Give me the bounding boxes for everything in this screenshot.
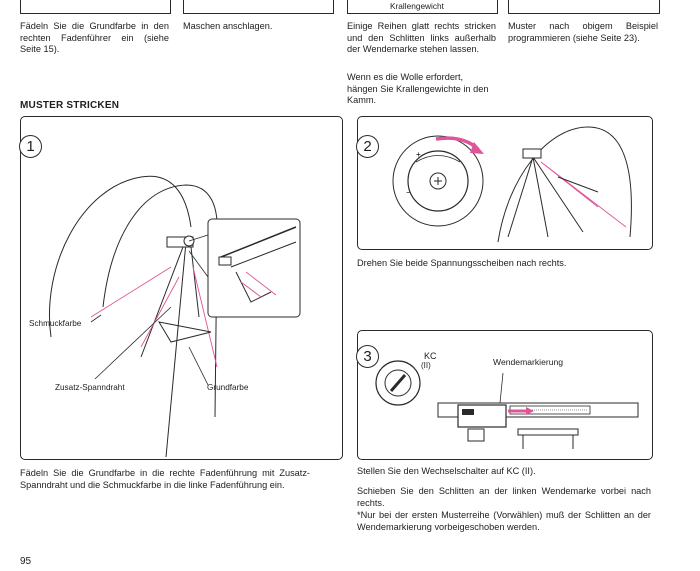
step3-panel: 3 KC (II) Wendemarkierung	[356, 330, 653, 460]
label-zusatz-spanndraht: Zusatz-Spanndraht	[55, 383, 125, 392]
top-box-4	[508, 0, 660, 14]
svg-text:−: −	[406, 188, 411, 197]
top-text-1: Fädeln Sie die Grundfarbe in den rechten…	[20, 21, 169, 55]
step1-caption: Fädeln Sie die Grundfarbe in die rechte …	[20, 468, 310, 490]
top-text-3: Einige Reihen glatt rechts stricken und …	[347, 21, 496, 55]
wendemarkierung-label: Wendemarkierung	[493, 357, 564, 367]
label-grundfarbe: Grundfarbe	[207, 383, 249, 392]
step2-number: 2	[356, 135, 379, 158]
top-box-3: Krallengewicht	[347, 0, 498, 14]
step2-illustration: + −	[392, 126, 632, 243]
kc-label: KC	[424, 351, 437, 361]
step3-caption-1: Stellen Sie den Wechselschalter auf KC (…	[357, 466, 536, 476]
svg-text:+: +	[416, 150, 421, 159]
label-schmuckfarbe: Schmuckfarbe	[29, 319, 82, 328]
top-text-4: Muster nach obigem Beispiel programmiere…	[508, 21, 658, 43]
step2-panel: + − 2	[356, 116, 653, 250]
step1-panel: 1 Schmuckfarbe Zusatz-Spanndraht Grundfa…	[19, 116, 343, 460]
top-box-1	[20, 0, 171, 14]
step3-illustration	[375, 360, 639, 449]
krallengewicht-label: Krallengewicht	[390, 1, 444, 11]
step1-number: 1	[19, 135, 42, 158]
step3-caption-2: Schieben Sie den Schlitten an der linken…	[357, 486, 651, 508]
step3-number: 3	[356, 345, 379, 368]
step3-caption-3: *Nur bei der ersten Musterreihe (Vorwähl…	[357, 510, 651, 532]
page-number: 95	[20, 556, 32, 567]
section-title: MUSTER STRICKEN	[20, 100, 120, 111]
step1-illustration	[49, 175, 301, 458]
top-text-2: Maschen anschlagen.	[183, 21, 273, 31]
step2-caption: Drehen Sie beide Spannungsscheiben nach …	[357, 258, 567, 268]
top-text-3b: Wenn es die Wolle erfordert, hängen Sie …	[347, 72, 489, 106]
top-box-2	[183, 0, 334, 14]
kc-sub-label: (II)	[421, 361, 431, 370]
